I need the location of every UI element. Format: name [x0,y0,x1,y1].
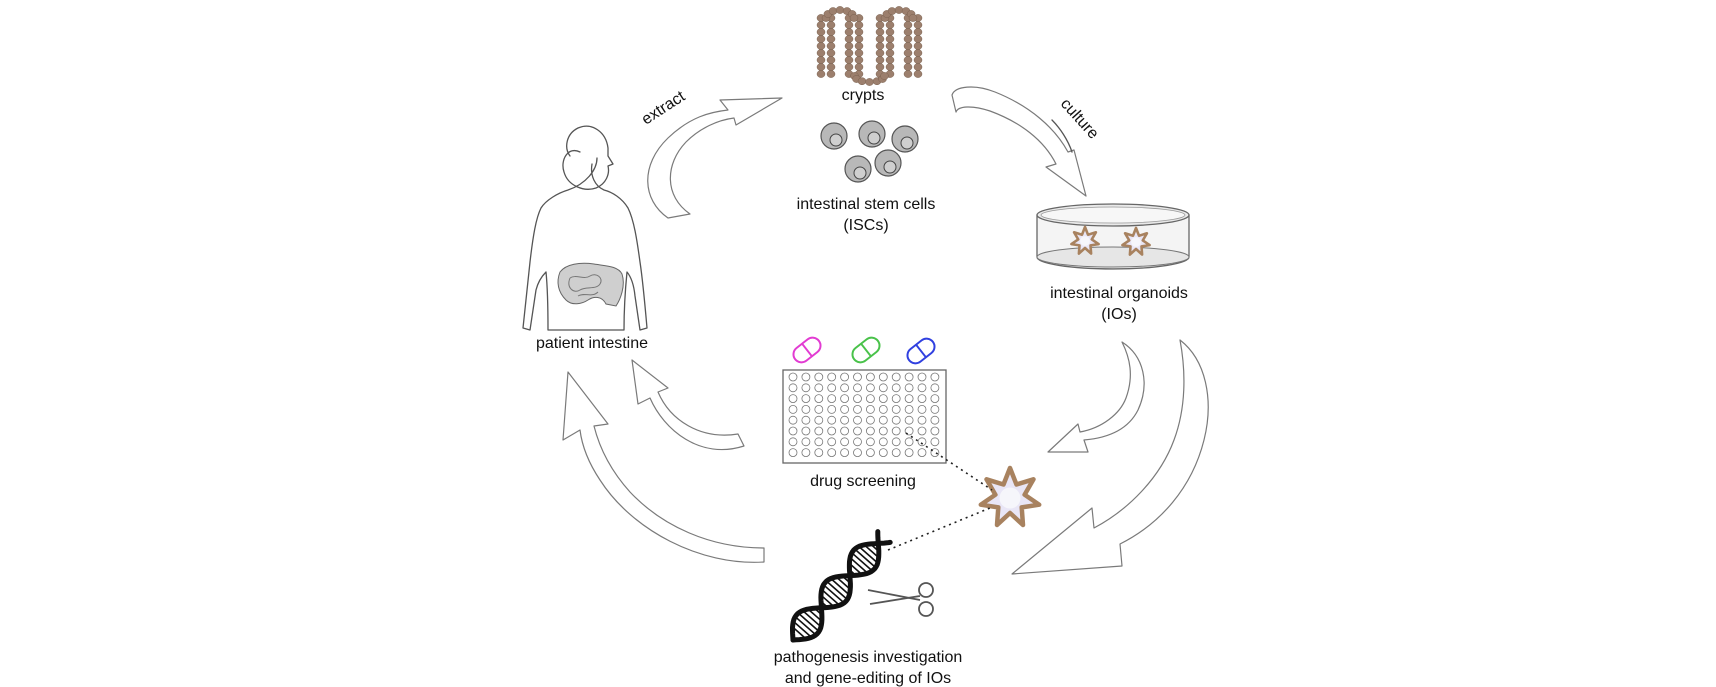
stem-cell [874,149,902,177]
patho-label-line1: pathogenesis investigation [774,649,963,666]
organoid-small [1121,226,1151,256]
stem-cell [858,120,886,148]
connector-dna-organoid [887,507,991,551]
crypts-illustration [816,6,923,86]
connector-plate-organoid [905,432,993,491]
dna-helix-icon [790,529,893,643]
stem-cell [844,155,872,183]
return-arrow-outer [562,371,765,563]
petri-dish-icon [1036,203,1190,270]
extract-label: extract [639,88,689,129]
organoid-small [1070,225,1100,255]
patho-label-line2: and gene-editing of IOs [785,670,951,687]
organoids-label-line2: (IOs) [1101,306,1137,323]
scissors-icon [867,582,934,617]
iscs-label-line2: (ISCs) [843,217,888,234]
organoids-label-line1: intestinal organoids [1050,285,1188,302]
iscs-label-line1: intestinal stem cells [797,196,936,213]
extract-arrow [647,97,783,219]
drug-label: drug screening [810,473,916,490]
return-arrow-inner [631,359,745,451]
patient-label: patient intestine [536,335,648,352]
intestine-icon [557,262,624,307]
well-plate-icon [782,369,947,464]
stem-cell [820,122,848,150]
organoid-to-gene-editing-arrow [1011,339,1209,575]
human-silhouette-icon [522,125,648,331]
organoid-to-screening-arrow [1047,341,1145,453]
capsule-magenta-icon [792,336,822,364]
capsule-green-icon [851,336,881,364]
stem-cells-illustration [820,120,919,183]
capsule-blue-icon [906,337,936,365]
culture-arrow [951,86,1087,197]
stem-cell [891,125,919,153]
organoid-large [978,465,1042,528]
crypts-label: crypts [842,87,885,104]
